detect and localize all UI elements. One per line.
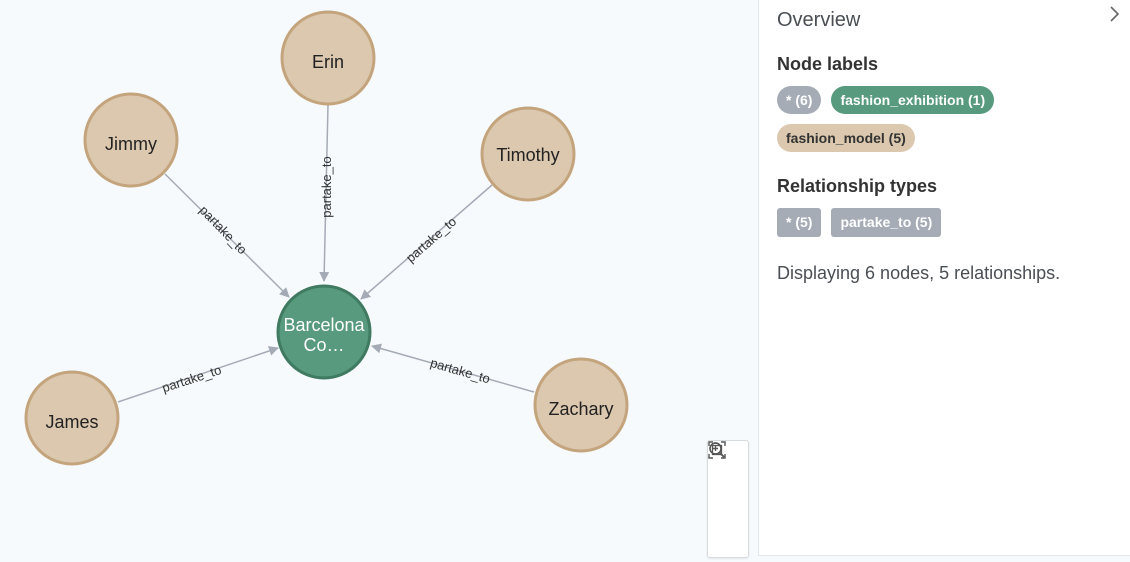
relationship-zachary-barcelona[interactable]: partake_to (371, 343, 535, 393)
relationship-type-chip-all[interactable]: * (5) (777, 208, 822, 237)
relationship-james-barcelona[interactable]: partake_to (117, 346, 279, 403)
node-erin[interactable]: Erin (280, 10, 376, 106)
zoom-controls (707, 440, 749, 558)
node-label-chip-fashion-exhibition[interactable]: fashion_exhibition (1) (831, 86, 995, 114)
chevron-right-icon (1110, 6, 1120, 22)
relationship-erin-barcelona[interactable]: partake_to (319, 104, 334, 282)
relationship-label: partake_to (319, 156, 334, 217)
relationship-types-list: * (5) partake_to (5) (777, 208, 1077, 237)
relationship-label: partake_to (429, 355, 492, 386)
zoom-out-button[interactable] (709, 442, 744, 515)
node-zachary[interactable]: Zachary (533, 357, 629, 453)
node-jimmy[interactable]: Jimmy (83, 92, 179, 188)
node-timothy[interactable]: Timothy (480, 106, 576, 202)
fit-to-screen-icon (708, 441, 726, 459)
node-label: Jimmy (105, 134, 157, 154)
node-label: James (45, 412, 98, 432)
node-label-line1: Barcelona (283, 315, 365, 335)
overview-sidebar: Overview Node labels * (6) fashion_exhib… (758, 0, 1130, 556)
node-labels-heading: Node labels (777, 54, 879, 74)
node-label: Erin (312, 52, 344, 72)
node-label: Timothy (496, 145, 559, 165)
relationship-label: partake_to (160, 362, 223, 395)
fit-to-screen-button[interactable] (708, 441, 744, 554)
relationship-label: partake_to (403, 214, 459, 266)
node-label-chip-fashion-model[interactable]: fashion_model (5) (777, 124, 915, 152)
collapse-sidebar-button[interactable] (1104, 4, 1124, 24)
node-james[interactable]: James (24, 370, 120, 466)
node-labels-list: * (6) fashion_exhibition (1) fashion_mod… (777, 86, 1077, 152)
relationship-type-chip-partake-to[interactable]: partake_to (5) (831, 208, 942, 237)
relationship-types-heading: Relationship types (777, 176, 938, 196)
node-barcelona[interactable]: Barcelona Co… (276, 284, 372, 380)
node-label-line2: Co… (303, 335, 344, 355)
relationship-jimmy-barcelona[interactable]: partake_to (164, 173, 290, 298)
graph-canvas[interactable]: partake_to partake_to partake_to partake… (0, 0, 758, 562)
graph-svg[interactable]: partake_to partake_to partake_to partake… (0, 0, 758, 562)
node-label-chip-all[interactable]: * (6) (777, 86, 822, 114)
node-label: Zachary (548, 399, 613, 419)
graph-summary: Displaying 6 nodes, 5 relationships. (777, 263, 1061, 283)
relationship-timothy-barcelona[interactable]: partake_to (360, 184, 493, 300)
sidebar-title: Overview (777, 9, 861, 31)
relationship-label: partake_to (197, 203, 250, 258)
